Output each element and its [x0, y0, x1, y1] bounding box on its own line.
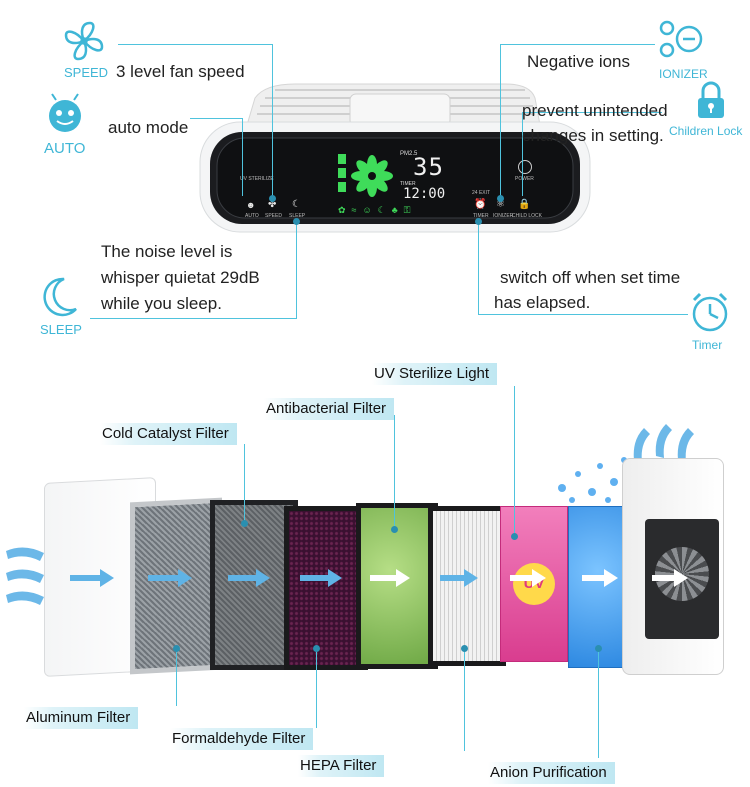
speed-dot	[269, 195, 276, 202]
timer-connector-v	[478, 222, 479, 314]
child-lock-icon	[698, 81, 724, 118]
anion-dot	[595, 645, 602, 652]
lock-text-line1: prevent unintended	[522, 101, 668, 120]
child-lock-button-label: CHILD LOCK	[512, 213, 543, 219]
speed-connector	[118, 44, 272, 45]
air-purifier-top-view	[199, 83, 591, 233]
ionizer-icon-label: IONIZER	[659, 67, 708, 81]
speed-text: 3 level fan speed	[116, 62, 245, 81]
ionizer-button[interactable]: ⚛	[496, 199, 505, 210]
sleep-icon-label: SLEEP	[40, 322, 82, 337]
sleep-button[interactable]: ☾	[292, 199, 301, 210]
timer-button[interactable]: ⏰	[474, 199, 487, 210]
control-panel-section: PM2.5 35 TIMER 12:00 ✿≈☺☾♣⚿ UV STERILIZE…	[0, 0, 750, 358]
air-intake-arrows-icon	[6, 547, 44, 605]
timer-text-line1: switch off when set time	[500, 268, 681, 287]
hepa-filter-label: HEPA Filter	[298, 755, 385, 777]
child-lock-button[interactable]: 🔒	[518, 199, 531, 210]
ionizer-icon	[659, 20, 703, 58]
timer-value: 12:00	[403, 186, 446, 202]
timer-clock-icon	[692, 292, 728, 332]
lock-connector	[522, 112, 662, 113]
filter-layers-section: UV	[0, 358, 750, 787]
exit-24h-label: 24 EXIT	[472, 190, 491, 196]
speed-icon-label: SPEED	[64, 65, 109, 80]
aluminum-connector	[176, 648, 177, 706]
timer-dot	[475, 218, 482, 225]
timer-button-label: TIMER	[473, 213, 489, 219]
ionizer-dot	[497, 195, 504, 202]
formaldehyde-connector	[316, 648, 317, 728]
fan-icon	[351, 155, 393, 197]
timer-icon-label: Timer	[692, 338, 723, 352]
formaldehyde-dot	[313, 645, 320, 652]
formaldehyde-filter-label: Formaldehyde Filter	[170, 728, 314, 750]
antibacterial-filter-label: Antibacterial Filter	[264, 398, 395, 420]
hepa-connector	[464, 648, 465, 751]
fan-level-bars	[338, 154, 346, 194]
lock-text-line2: changes in setting.	[522, 126, 664, 145]
fan-speed-icon	[64, 21, 104, 61]
uv-dot	[511, 533, 518, 540]
ionizer-button-label: IONIZER	[493, 213, 514, 219]
air-outlet-arrows-icon	[633, 424, 694, 462]
antibacterial-connector	[394, 415, 395, 530]
speed-button-label: SPEED	[265, 213, 282, 219]
auto-button[interactable]: ☻	[246, 200, 256, 210]
sleep-text-line2: whisper quietat 29dB	[101, 268, 260, 287]
uv-sterilize-button-label: UV STERILIZE	[240, 176, 274, 182]
airflow-arrows	[70, 569, 688, 587]
sleep-moon-icon	[43, 277, 77, 317]
auto-icon-label: AUTO	[44, 140, 86, 157]
display-status-icons: ✿≈☺☾♣⚿	[338, 205, 417, 215]
ionizer-connector-v	[500, 44, 501, 196]
pm-label: PM2.5	[400, 151, 418, 157]
hepa-dot	[461, 645, 468, 652]
power-button[interactable]	[518, 160, 532, 174]
auto-robot-icon	[49, 93, 81, 132]
ionizer-connector	[500, 44, 655, 45]
power-button-label: POWER	[515, 176, 534, 182]
auto-button-label: AUTO	[245, 213, 259, 219]
antibacterial-dot	[391, 526, 398, 533]
ionizer-text: Negative ions	[527, 52, 631, 71]
timer-label: TIMER	[400, 181, 416, 187]
uv-sterilize-light-label: UV Sterilize Light	[372, 363, 498, 385]
timer-connector	[478, 314, 688, 315]
pm-value: 35	[413, 153, 444, 181]
anion-connector	[598, 648, 599, 758]
purifier-unit	[622, 458, 724, 675]
sleep-dot	[293, 218, 300, 225]
sleep-connector	[90, 318, 297, 319]
aluminum-dot	[173, 645, 180, 652]
lock-connector-v	[522, 112, 523, 196]
speed-button[interactable]: ✤	[268, 199, 277, 210]
cold-catalyst-filter-label: Cold Catalyst Filter	[100, 423, 237, 445]
sleep-text-line1: The noise level is	[101, 242, 233, 261]
uv-connector	[514, 386, 515, 536]
auto-text: auto mode	[108, 118, 189, 137]
child-lock-icon-label: Children Lock	[669, 124, 743, 138]
purifier-fan-icon	[655, 547, 709, 601]
aluminum-filter-label: Aluminum Filter	[24, 707, 139, 729]
auto-connector-v	[242, 118, 243, 196]
sleep-text-line3: while you sleep.	[101, 294, 222, 313]
timer-text-line2: has elapsed.	[494, 293, 591, 312]
sleep-connector-v	[296, 222, 297, 318]
cold-catalyst-connector	[244, 444, 245, 524]
cold-catalyst-dot	[241, 520, 248, 527]
anion-purification-label: Anion Purification	[488, 762, 615, 784]
auto-connector	[190, 118, 242, 119]
speed-connector-v	[272, 44, 273, 196]
sleep-button-label: SLEEP	[289, 213, 306, 219]
